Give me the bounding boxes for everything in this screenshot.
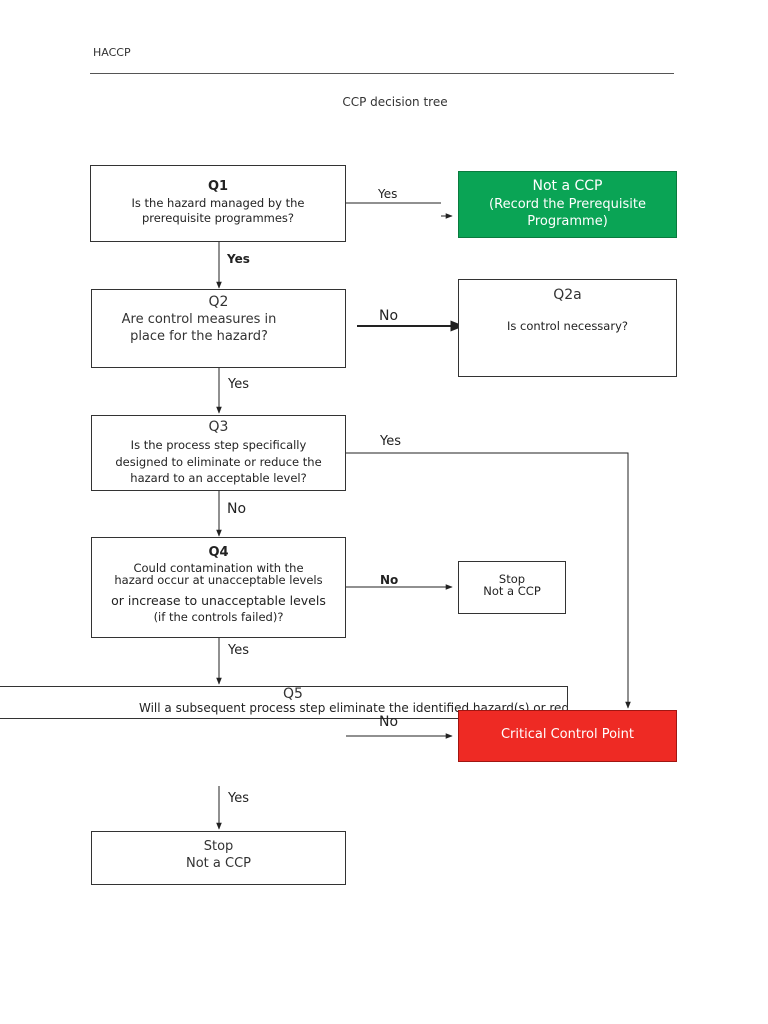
stop-q5-line1: Stop xyxy=(203,839,234,854)
edge-label-q2-yes: Yes xyxy=(228,377,249,392)
edge-label-q4-no: No xyxy=(380,573,399,587)
q5-label: Q5 xyxy=(283,686,303,702)
edge-label-q4-yes: Yes xyxy=(228,643,249,658)
header-rule xyxy=(90,73,674,74)
q4-line1: Could contamination with the xyxy=(133,560,304,575)
stop-q4-line1: Stop xyxy=(498,572,526,586)
edge-label-q2-no: No xyxy=(379,308,399,324)
q1-text: Is the hazard managed by the prerequisit… xyxy=(131,195,305,226)
edge-label-q5-yes: Yes xyxy=(228,791,249,806)
q2a-text: Is control necessary? xyxy=(507,318,628,333)
q4-line4: (if the controls failed)? xyxy=(153,609,284,624)
not-ccp-title: Not a CCP xyxy=(532,178,603,194)
q3-box: Q3 Is the process step specifically desi… xyxy=(91,415,346,491)
edge-q3-yes xyxy=(346,452,631,709)
q3-label: Q3 xyxy=(208,419,229,435)
q1-box: Q1 Is the hazard managed by the prerequi… xyxy=(90,165,346,242)
q1-label: Q1 xyxy=(207,179,229,194)
document-header: HACCP xyxy=(93,46,131,59)
edge-label-q1-yes-down: Yes xyxy=(227,252,250,266)
q2-box: Q2 Are control measures in place for the… xyxy=(91,289,346,368)
stop-q5-line2: Not a CCP xyxy=(186,855,251,871)
edge-label-q5-no: No xyxy=(379,714,399,730)
q4-line2: hazard occur at unacceptable levels xyxy=(114,573,323,588)
ccp-text: Critical Control Point xyxy=(500,727,634,742)
q4-line3: or increase to unacceptable levels xyxy=(111,592,326,608)
critical-control-point-box: Critical Control Point xyxy=(458,710,677,762)
q4-label: Q4 xyxy=(208,545,229,560)
stop-q4-line2: Not a CCP xyxy=(483,583,541,598)
stop-not-ccp-q4-box: Stop Not a CCP xyxy=(458,561,566,614)
edge-label-q1-yes-right: Yes xyxy=(378,187,398,201)
q2-text: Are control measures in place for the ha… xyxy=(121,311,277,344)
q2a-box: Q2a Is control necessary? xyxy=(458,279,677,377)
diagram-title: CCP decision tree xyxy=(342,95,448,109)
not-ccp-prerequisite-box: Not a CCP (Record the Prerequisite Progr… xyxy=(458,171,677,238)
q2-label: Q2 xyxy=(208,294,229,310)
q4-box: Q4 Could contamination with the hazard o… xyxy=(91,537,346,638)
not-ccp-subtitle: (Record the Prerequisite Programme) xyxy=(489,196,646,230)
edge-label-q3-yes: Yes xyxy=(380,434,401,449)
edge-label-q3-no: No xyxy=(227,501,247,517)
stop-not-ccp-q5-box: Stop Not a CCP xyxy=(91,831,346,885)
q3-text: Is the process step specifically designe… xyxy=(115,437,322,486)
q2a-label: Q2a xyxy=(553,287,582,303)
